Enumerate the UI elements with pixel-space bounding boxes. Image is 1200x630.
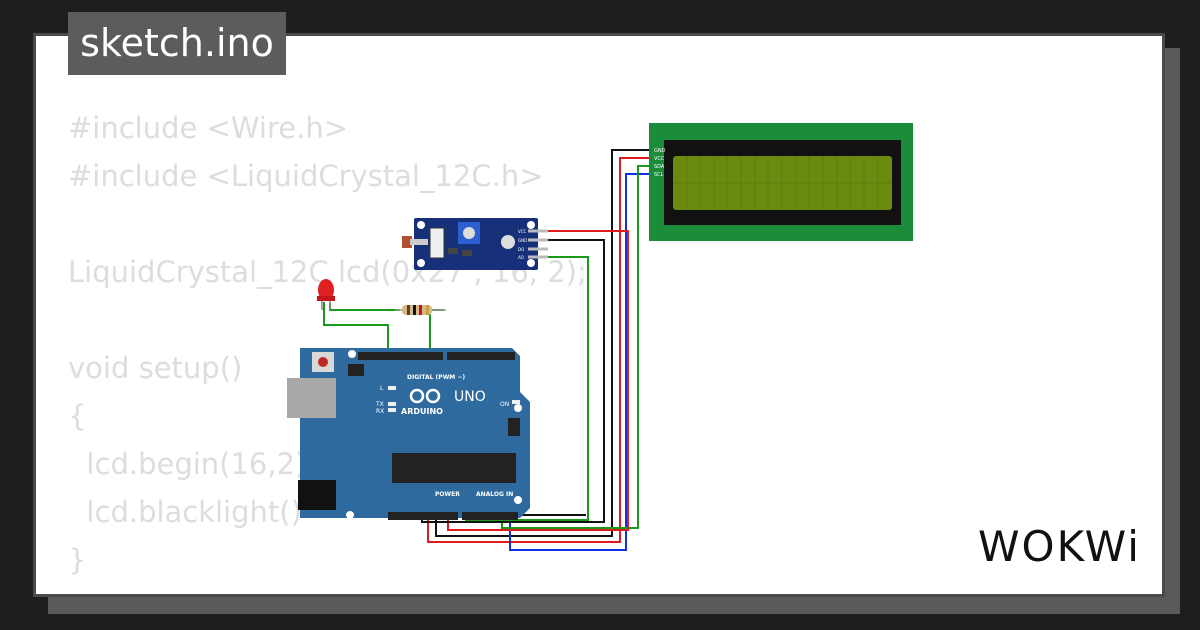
- arduino-logo-text: ARDUINO: [401, 407, 443, 416]
- wire-red-5v-lcd: [427, 157, 652, 543]
- led-indicator: [501, 235, 515, 249]
- digital-header: [358, 352, 443, 360]
- digital-header: [447, 352, 515, 360]
- on-led-label: ON: [500, 401, 509, 408]
- module-pin-vcc: VCC: [518, 229, 527, 234]
- power-header: [388, 512, 458, 520]
- digital-header-label: DIGITAL (PWM ~): [407, 374, 465, 381]
- analog-header-label: ANALOG IN: [476, 491, 513, 498]
- module-pins: [528, 229, 548, 259]
- wire-green-resistor-pin: [329, 303, 400, 311]
- lcd-pin-scl: SCL: [654, 172, 664, 178]
- code-line: lcd.blacklight(): [68, 495, 302, 529]
- photoresistor: [402, 236, 412, 248]
- ldr-sensor-module[interactable]: VCC GND DO AO: [402, 218, 548, 270]
- wire-green-a4-sda: [501, 165, 652, 529]
- mounting-hole: [514, 404, 522, 412]
- atmega-chip: [392, 453, 516, 483]
- wire-red-module-vcc: [447, 230, 629, 531]
- code-line: void setup(): [68, 351, 243, 385]
- board-model-label: UNO: [454, 389, 486, 405]
- lcd-pin-vcc: VCC: [654, 156, 665, 162]
- code-line: #include <LiquidCrystal_12C.h>: [68, 159, 544, 193]
- mounting-hole: [417, 221, 425, 229]
- power-jack: [298, 480, 336, 510]
- module-pin-gnd: GND: [518, 238, 527, 243]
- icsp-header: [508, 418, 520, 436]
- mounting-hole: [348, 350, 356, 358]
- module-pin-do: DO: [518, 247, 524, 252]
- lcd-module[interactable]: GND VCC SDA SCL: [649, 123, 913, 241]
- lcd-char-grid: [673, 156, 892, 210]
- mounting-hole: [527, 221, 535, 229]
- code-line: #include <Wire.h>: [68, 111, 349, 145]
- module-pin-ao: AO: [518, 255, 524, 260]
- power-header-label: POWER: [435, 491, 460, 498]
- red-led[interactable]: [317, 279, 335, 310]
- resistor[interactable]: [395, 305, 446, 315]
- lcd-pin-labels: GND VCC SDA SCL: [654, 148, 666, 178]
- lcd-pin-gnd: GND: [654, 148, 666, 154]
- usb-port: [287, 378, 336, 418]
- mounting-hole: [514, 496, 522, 504]
- arduino-logo-icon: [409, 388, 441, 404]
- mounting-hole: [417, 259, 425, 267]
- wokwi-logo: WOKWi: [978, 522, 1141, 571]
- icsp-header: [348, 364, 364, 376]
- lcd-pin-sda: SDA: [654, 164, 665, 170]
- wire-green-led-pin: [323, 302, 389, 356]
- arduino-uno-board[interactable]: DIGITAL (PWM ~) UNO ARDUINO ON TX RX L P…: [287, 348, 530, 520]
- code-line: {: [68, 399, 87, 433]
- status-leds: [388, 386, 520, 412]
- mounting-hole: [527, 259, 535, 267]
- project-card: [33, 33, 1165, 597]
- l-led-label: L: [380, 385, 384, 392]
- analog-header: [462, 512, 518, 520]
- wire-black-gnd-lcd: [435, 149, 652, 537]
- code-preview: #include <Wire.h> #include <LiquidCrystal…: [68, 104, 587, 584]
- rx-led-label: RX: [376, 408, 384, 415]
- code-line: }: [68, 543, 87, 577]
- file-tab[interactable]: sketch.ino: [68, 12, 286, 75]
- wire-blue-a5-scl: [509, 173, 652, 551]
- tx-led-label: TX: [375, 401, 384, 408]
- code-line: lcd.begin(16,2): [68, 447, 307, 481]
- mounting-hole: [346, 511, 354, 519]
